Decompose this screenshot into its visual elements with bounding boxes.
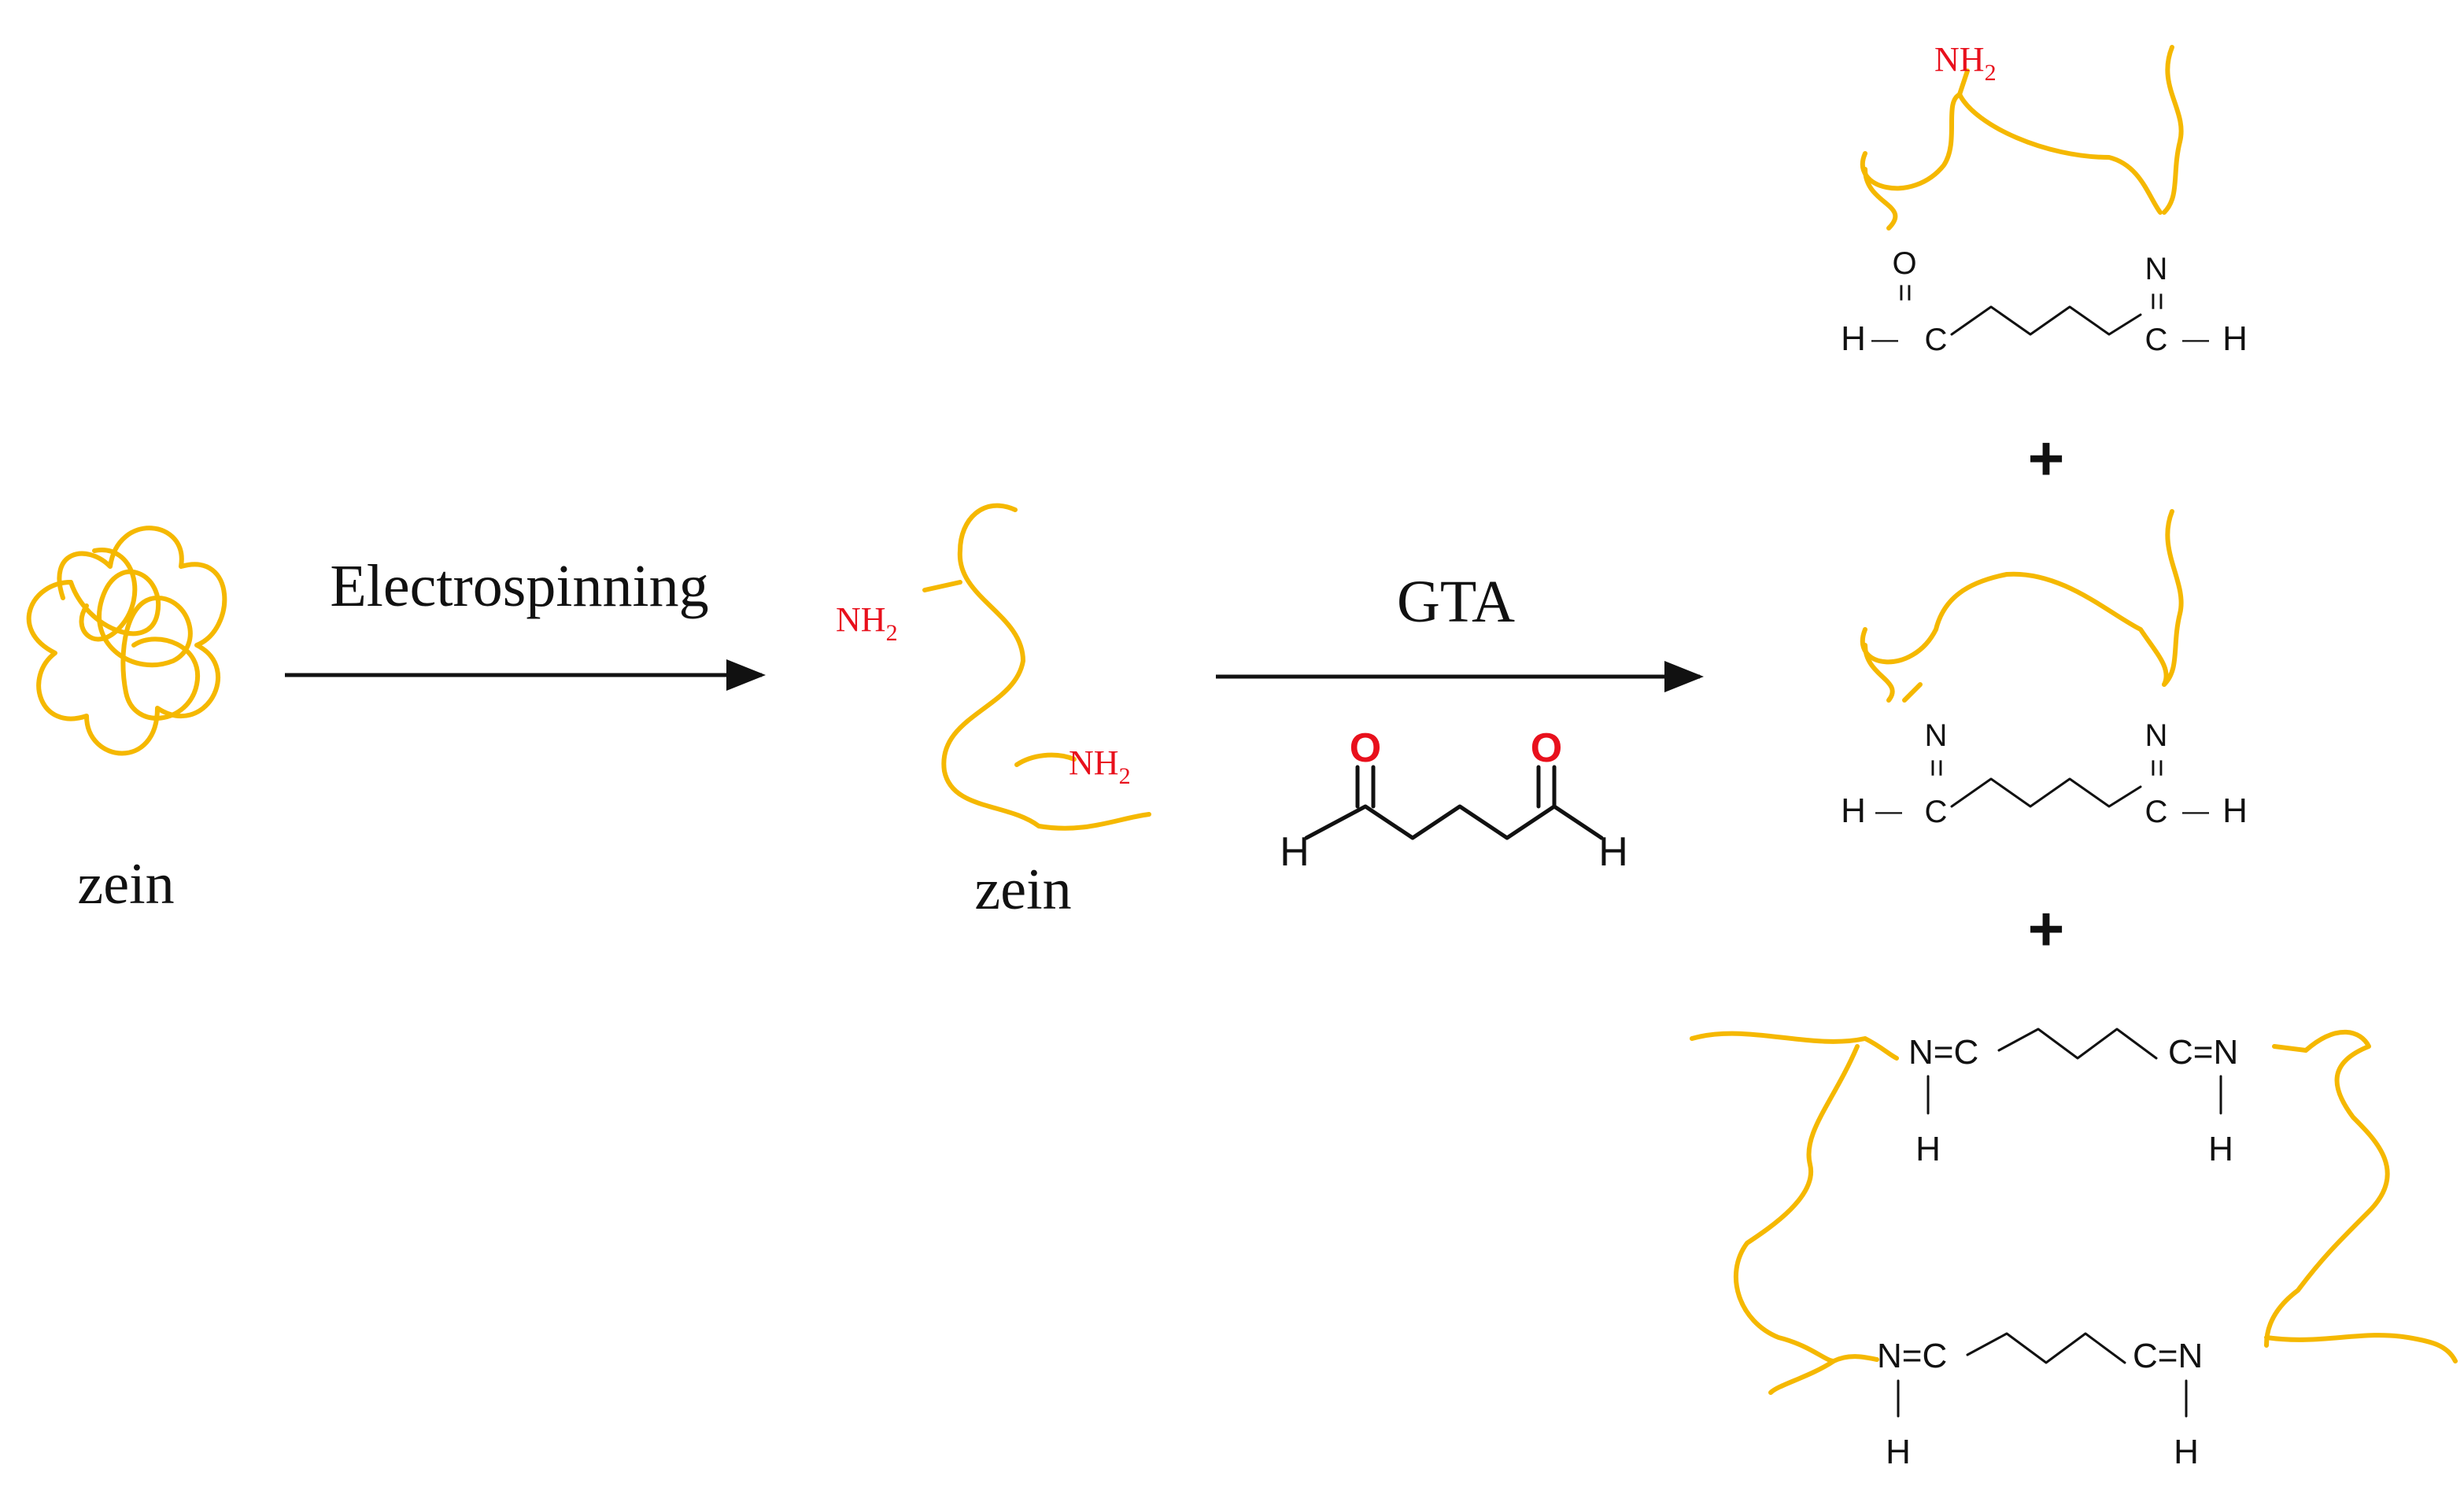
zein-label-mid: zein [974,858,1071,922]
oxygen-left: O [1350,725,1381,771]
hydrogen-right: H [1598,829,1628,875]
plus-sign-1: + [2028,423,2065,493]
h-atom-lower-left: H [1886,1433,1911,1471]
h-atom-upper-left: H [1915,1130,1941,1168]
upper-alkyl-chain [1997,1028,2158,1060]
o-atom-p1: O [1892,246,1916,281]
n-atom-p1: N [2145,252,2168,286]
zein-coil [26,526,227,756]
product-di-imine: N = H — C N = C — H [1841,509,2248,830]
c-atom-p2-right: C [2145,795,2168,829]
amine-group-lower: NH2 [1069,743,1131,789]
zein-label-left: zein [77,852,174,917]
crosslink-upper-right: C=N [2168,1033,2238,1072]
dash-p2-left: — [1875,796,1902,826]
hydrogen-left: H [1280,829,1310,875]
dbl-bond-p2-left: = [1919,758,1954,777]
n-atom-p2-left: N [1925,718,1948,753]
electrospinning-label: Electrospinning [330,553,708,619]
crosslink-lower-right: C=N [2133,1337,2203,1375]
h-atom-p2-left: H [1841,791,1866,830]
product-crosslinked: N=C C=N H H N=C C=N H H [1690,1028,2458,1471]
h-atom-p1-right: H [2222,319,2248,358]
n-atom-p2-right: N [2145,718,2168,753]
lower-alkyl-chain [1966,1332,2126,1364]
crosslink-lower-left: N=C [1877,1337,1947,1375]
c-atom-p1-right: C [2145,323,2168,357]
h-atom-p2-right: H [2222,791,2248,830]
gta-label: GTA [1397,569,1515,635]
amine-group-upper: NH2 [836,600,898,646]
h-atom-p1-left: H [1841,319,1866,358]
h-atom-lower-right: H [2174,1433,2199,1471]
crosslink-upper-left: N=C [1908,1033,1978,1072]
glutaraldehyde-structure: O O H H [1280,725,1628,875]
dbl-bond-p2-right: = [2140,758,2174,777]
dash-p1-right: — [2182,324,2209,354]
dbl-bond-p1-left: = [1888,283,1923,301]
product-mono-imine: NH2 O = H — C N = C — H [1841,40,2248,358]
zein-fiber [922,503,1151,831]
plus-sign-2: + [2028,894,2065,964]
c-atom-p1-left: C [1925,323,1948,357]
dbl-bond-p1-right: = [2140,292,2174,310]
oxygen-right: O [1531,725,1562,771]
c-atom-p2-left: C [1925,795,1948,829]
dash-p1-left: — [1871,324,1898,354]
amine-group-top: NH2 [1934,40,1997,86]
h-atom-upper-right: H [2208,1130,2233,1168]
dash-p2-right: — [2182,796,2209,826]
